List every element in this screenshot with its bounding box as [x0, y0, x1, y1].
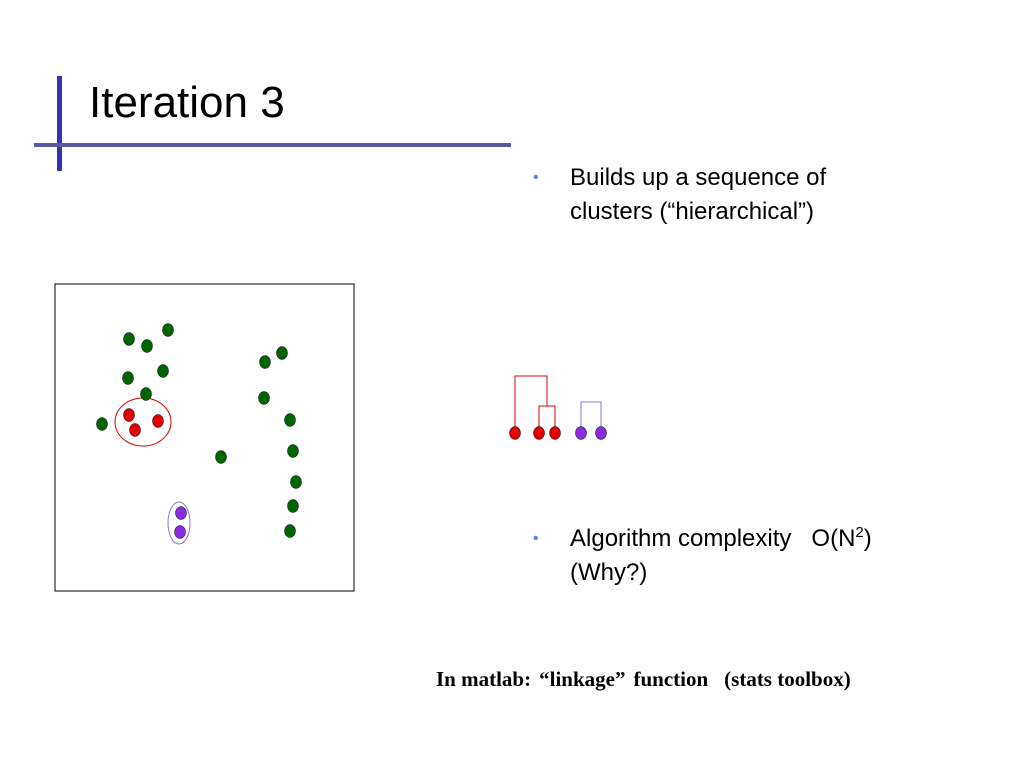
- matlab-note: In matlab: “linkage” function (stats toolbo…: [436, 664, 851, 694]
- matlab-note-function-name: “linkage”: [539, 667, 626, 691]
- matlab-note-toolbox: (stats toolbox): [724, 667, 851, 691]
- green-point: [259, 355, 271, 369]
- bullet-text: Algorithm complexity O(N2) (Why?): [570, 522, 872, 590]
- scatter-points: [96, 323, 302, 539]
- red-cluster-point: [123, 408, 135, 422]
- green-point: [287, 444, 299, 458]
- complexity-close: ): [863, 525, 872, 552]
- green-point: [287, 499, 299, 513]
- bullet-text: Builds up a sequence of clusters (“hiera…: [570, 164, 827, 225]
- bullet-marker: •: [533, 530, 539, 547]
- complexity-label: Algorithm complexity: [570, 525, 792, 552]
- matlab-note-prefix: In matlab:: [436, 667, 532, 691]
- green-point: [215, 450, 227, 464]
- dendrogram-link-purple: [580, 401, 602, 433]
- red-cluster-point: [152, 414, 164, 428]
- title-accent-vertical-bar: [57, 76, 62, 171]
- green-point: [123, 332, 135, 346]
- bullet-item-hierarchical: • Builds up a sequence of clusters (“hie…: [533, 161, 913, 229]
- green-point: [141, 339, 153, 353]
- green-point: [258, 391, 270, 405]
- dendrogram-leaf-red: [549, 426, 561, 440]
- green-point: [157, 364, 169, 378]
- dendrogram-link-outer: [514, 375, 548, 433]
- green-point: [140, 387, 152, 401]
- green-point: [276, 346, 288, 360]
- dendrogram-leaves: [509, 426, 607, 440]
- dendrogram-leaf-red: [533, 426, 545, 440]
- complexity-exponent: 2: [855, 524, 864, 541]
- dendrogram-leaf-red: [509, 426, 521, 440]
- complexity-base: O(N: [811, 525, 856, 552]
- bullet-marker: •: [533, 169, 539, 186]
- green-point: [96, 417, 108, 431]
- red-cluster-point: [129, 423, 141, 437]
- bullet-item-complexity: • Algorithm complexity O(N2) (Why?): [533, 522, 973, 590]
- matlab-note-function-word: function: [633, 667, 709, 691]
- green-point: [284, 524, 296, 538]
- green-point: [162, 323, 174, 337]
- slide-title: Iteration 3: [89, 78, 285, 127]
- dendrogram-leaf-purple: [575, 426, 587, 440]
- purple-cluster-point: [174, 525, 186, 539]
- purple-cluster-outline: [167, 501, 191, 545]
- scatter-frame: [54, 283, 355, 592]
- dendrogram-links: [514, 375, 602, 433]
- green-point: [290, 475, 302, 489]
- green-point: [284, 413, 296, 427]
- complexity-question: (Why?): [570, 559, 648, 586]
- purple-cluster-point: [175, 506, 187, 520]
- title-accent-horizontal-bar: [34, 143, 511, 147]
- dendrogram-leaf-purple: [595, 426, 607, 440]
- green-point: [122, 371, 134, 385]
